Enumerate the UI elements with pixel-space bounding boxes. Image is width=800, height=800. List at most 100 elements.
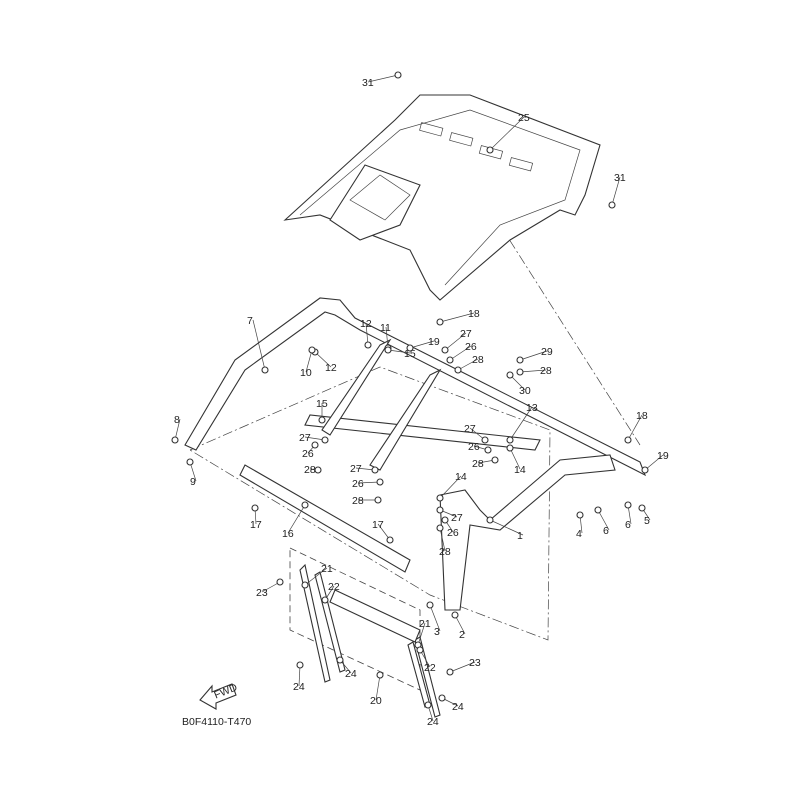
leader-line bbox=[449, 345, 472, 361]
fastener-part bbox=[424, 701, 432, 709]
fastener-part bbox=[436, 506, 444, 514]
leader-line bbox=[454, 614, 466, 635]
leader-line bbox=[489, 116, 525, 151]
leader-line bbox=[314, 351, 332, 368]
part-callout-18: 18 bbox=[468, 308, 480, 320]
fastener-part bbox=[261, 366, 269, 374]
part-callout-23: 23 bbox=[256, 587, 268, 599]
fastener-part bbox=[624, 501, 632, 509]
fastener-part bbox=[251, 504, 259, 512]
leader-line bbox=[644, 454, 664, 471]
fastener-part bbox=[608, 201, 616, 209]
leader-line bbox=[597, 509, 610, 531]
fastener-part bbox=[376, 478, 384, 486]
fastener-part bbox=[506, 436, 514, 444]
part-callout-17: 17 bbox=[250, 519, 262, 531]
leader-line bbox=[429, 604, 441, 632]
part-callout-14: 14 bbox=[455, 471, 467, 483]
leader-line bbox=[457, 358, 479, 371]
fastener-part bbox=[436, 318, 444, 326]
part-callout-26: 26 bbox=[465, 341, 477, 353]
part-callout-23: 23 bbox=[469, 657, 481, 669]
part-callout-19: 19 bbox=[657, 450, 669, 462]
part-callout-26: 26 bbox=[447, 527, 459, 539]
fastener-part bbox=[186, 458, 194, 466]
part-callout-27: 27 bbox=[350, 463, 362, 475]
part-callout-29: 29 bbox=[541, 346, 553, 358]
leader-line bbox=[304, 567, 328, 586]
leader-line bbox=[417, 622, 426, 646]
leader-line bbox=[519, 369, 547, 373]
fastener-part bbox=[481, 436, 489, 444]
fastener-part bbox=[318, 416, 326, 424]
part-callout-25: 25 bbox=[518, 112, 530, 124]
fastener-part bbox=[454, 366, 462, 374]
leader-line bbox=[409, 340, 435, 349]
leader-line bbox=[489, 519, 524, 536]
leader-line bbox=[509, 447, 521, 470]
diagram-code: B0F4110-T470 bbox=[182, 716, 251, 728]
fastener-part bbox=[426, 601, 434, 609]
fastener-part bbox=[446, 668, 454, 676]
fastener-part bbox=[171, 436, 179, 444]
part-callout-12: 12 bbox=[325, 362, 337, 374]
fastener-part bbox=[336, 656, 344, 664]
leader-line bbox=[439, 475, 462, 499]
part-callout-3: 3 bbox=[434, 626, 440, 638]
fastener-part bbox=[516, 356, 524, 364]
part-callout-28: 28 bbox=[352, 495, 364, 507]
leader-line bbox=[305, 349, 313, 373]
part-callout-21: 21 bbox=[419, 618, 431, 630]
fastener-part bbox=[406, 344, 414, 352]
fastener-part bbox=[321, 596, 329, 604]
fastener-part bbox=[376, 671, 384, 679]
fastener-part bbox=[594, 506, 602, 514]
part-callout-12: 12 bbox=[360, 318, 372, 330]
fastener-part bbox=[276, 578, 284, 586]
part-callout-4: 4 bbox=[576, 528, 582, 540]
leader-line bbox=[387, 349, 411, 354]
part-callout-22: 22 bbox=[328, 581, 340, 593]
part-callout-28: 28 bbox=[472, 458, 484, 470]
leader-line bbox=[357, 481, 381, 484]
part-callout-20: 20 bbox=[370, 695, 382, 707]
part-callout-10: 10 bbox=[300, 367, 312, 379]
part-callout-27: 27 bbox=[460, 328, 472, 340]
part-callout-8: 8 bbox=[174, 414, 180, 426]
part-callout-26: 26 bbox=[352, 478, 364, 490]
part-callout-24: 24 bbox=[452, 701, 464, 713]
part-callout-7: 7 bbox=[247, 315, 253, 327]
part-callout-5: 5 bbox=[644, 515, 650, 527]
fastener-part bbox=[311, 441, 319, 449]
fastener-part bbox=[416, 646, 424, 654]
leader-line bbox=[509, 406, 533, 441]
fastener-part bbox=[314, 466, 322, 474]
fastener-part bbox=[441, 516, 449, 524]
fastener-part bbox=[486, 146, 494, 154]
part-callout-31: 31 bbox=[362, 77, 374, 89]
reference-lines bbox=[189, 224, 641, 691]
part-callout-9: 9 bbox=[190, 476, 196, 488]
fastener-part bbox=[516, 368, 524, 376]
fastener-part bbox=[364, 341, 372, 349]
fastener-part bbox=[624, 436, 632, 444]
leader-line bbox=[375, 674, 381, 701]
fastener-part bbox=[374, 496, 382, 504]
part-callout-13: 13 bbox=[526, 402, 538, 414]
leader-line bbox=[449, 661, 476, 673]
leader-line bbox=[627, 414, 643, 441]
fastener-part bbox=[484, 446, 492, 454]
part-callout-28: 28 bbox=[472, 354, 484, 366]
fastener-part bbox=[386, 536, 394, 544]
part-callout-2: 2 bbox=[459, 629, 465, 641]
part-callout-14: 14 bbox=[514, 464, 526, 476]
leader-line bbox=[519, 350, 548, 361]
part-callout-28: 28 bbox=[439, 546, 451, 558]
leader-line bbox=[174, 418, 181, 441]
part-callout-15: 15 bbox=[316, 398, 328, 410]
part-callout-19: 19 bbox=[428, 336, 440, 348]
part-callout-1: 1 bbox=[517, 530, 523, 542]
fastener-part bbox=[436, 494, 444, 502]
